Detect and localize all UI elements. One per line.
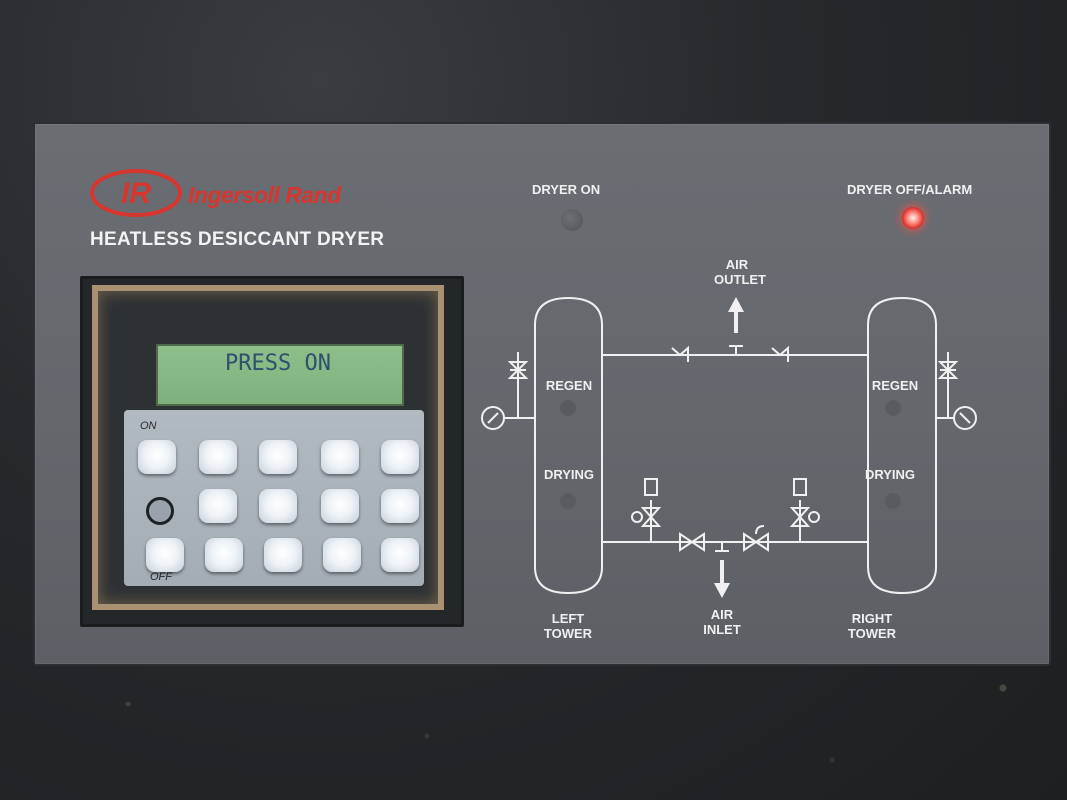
right-valve-icon <box>937 361 959 379</box>
off-key-label: OFF <box>150 571 172 583</box>
air-outlet-label-line1: AIR <box>725 257 749 272</box>
air-outlet-label: AIR OUTLET <box>714 257 766 287</box>
brand-name: Ingersoll Rand <box>188 182 341 208</box>
left-drying-led <box>560 493 576 509</box>
left-tower-label-line1: LEFT <box>551 611 585 626</box>
keypad-key[interactable] <box>259 440 297 474</box>
keypad-key[interactable] <box>381 538 419 572</box>
air-outlet-arrow-icon <box>728 297 744 312</box>
left-solenoid-icon <box>644 478 658 496</box>
keypad-key[interactable] <box>199 489 237 523</box>
check-valve-icon <box>771 345 789 362</box>
left-tower-label-line2: TOWER <box>543 626 593 641</box>
keypad-key[interactable] <box>264 538 302 572</box>
status-ring-icon <box>146 497 174 525</box>
keypad-key[interactable] <box>259 489 297 523</box>
logo-mark: IR <box>121 177 151 210</box>
keypad-key[interactable] <box>321 489 359 523</box>
right-regen-label: REGEN <box>871 378 919 393</box>
keypad-key[interactable] <box>199 440 237 474</box>
left-tower-vessel <box>534 296 603 595</box>
ingersoll-rand-logo: IR <box>90 169 182 217</box>
lcd-display <box>156 344 404 406</box>
check-valve-icon <box>671 345 689 362</box>
air-inlet-label-line1: AIR <box>710 607 734 622</box>
keypad-key[interactable] <box>321 440 359 474</box>
air-outlet-label-line2: OUTLET <box>714 272 766 287</box>
dryer-on-label: DRYER ON <box>532 182 601 197</box>
on-key-label: ON <box>140 420 157 432</box>
inlet-valve-right-icon <box>743 532 769 552</box>
right-tower-vessel <box>867 296 937 595</box>
keypad-key[interactable] <box>381 489 419 523</box>
left-valve-icon <box>507 361 529 379</box>
off-key[interactable] <box>146 538 184 572</box>
on-key[interactable] <box>138 440 176 474</box>
inlet-valve-left-icon <box>679 532 705 552</box>
keypad-key[interactable] <box>205 538 243 572</box>
dryer-off-alarm-label: DRYER OFF/ALARM <box>847 182 973 197</box>
air-inlet-label-line2: INLET <box>703 622 741 637</box>
right-tower-label-line2: TOWER <box>847 626 897 641</box>
left-regen-label: REGEN <box>545 378 593 393</box>
right-regen-led <box>885 400 901 416</box>
left-tower-label: LEFT TOWER <box>536 611 600 641</box>
keypad-key[interactable] <box>323 538 361 572</box>
right-drying-label: DRYING <box>864 467 916 482</box>
right-solenoid-icon <box>793 478 807 496</box>
left-regen-led <box>560 400 576 416</box>
product-title: HEATLESS DESICCANT DRYER <box>90 229 385 250</box>
dryer-off-alarm-indicator <box>902 207 924 229</box>
left-drying-label: DRYING <box>543 467 595 482</box>
left-solenoid-valve-icon <box>640 507 662 527</box>
right-tower-label: RIGHT TOWER <box>840 611 904 641</box>
air-inlet-arrow-icon <box>714 583 730 598</box>
right-solenoid-valve-icon <box>789 507 811 527</box>
right-drying-led <box>885 493 901 509</box>
dryer-on-indicator <box>561 209 583 231</box>
keypad-key[interactable] <box>381 440 419 474</box>
lcd-text: PRESS ON <box>225 351 331 376</box>
air-inlet-label: AIR INLET <box>699 607 745 637</box>
right-tower-label-line1: RIGHT <box>851 611 893 626</box>
